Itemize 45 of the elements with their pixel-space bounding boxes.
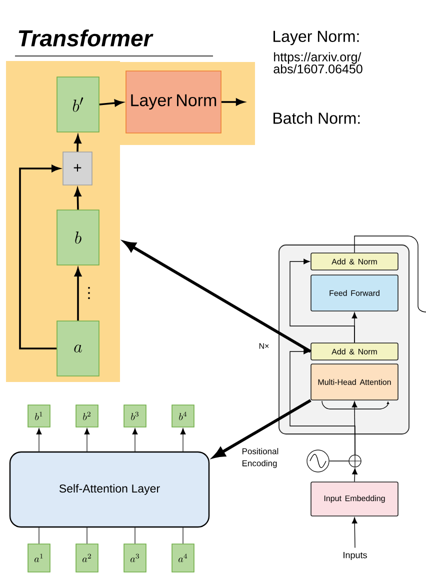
vector-box: $b^{1}$ [28,404,50,428]
sum-circle [348,454,362,468]
vector-box: $b$ [56,210,100,266]
arrow [36,428,42,452]
title: Transformer [18,30,154,46]
arrow [290,348,356,455]
arrow [132,428,138,452]
connector-line [354,236,426,312]
arrow [180,428,186,452]
arrow [221,98,244,106]
arrow [19,165,60,350]
vector-box: $b'$ [56,76,100,132]
add-box: + [62,152,92,186]
connector-line [86,527,88,544]
vector-box: $a^{3}$ [124,544,146,572]
link-text: https://arxiv.org/abs/1607.06450 [274,52,362,74]
vector-box: $b^{3}$ [124,404,146,428]
arrow [84,428,90,452]
arrow [74,268,82,321]
layer-norm-box: Layer Norm [126,70,222,134]
attention-box: Multi-Head Attention [310,364,398,400]
ellipsis: ⋮ [88,286,90,300]
vector-box: $a^{4}$ [172,544,194,572]
add-norm-box: Add & Norm [310,342,398,360]
arrow [74,188,82,210]
connector-line [38,527,40,544]
arrow [74,135,82,152]
vector-box: $a^{1}$ [28,544,50,572]
feed-forward-box: Feed Forward [310,274,398,312]
connector-line [134,527,136,544]
vector-box: $a^{2}$ [76,544,98,572]
vector-box: $b^{2}$ [76,404,98,428]
vector-box: $b^{4}$ [172,404,194,428]
heading: Layer Norm: [274,30,359,46]
input-label: Inputs [344,552,367,560]
heading: Batch Norm: [274,112,360,124]
connector-line [182,527,184,544]
add-norm-box: Add & Norm [310,252,398,270]
arrow [352,517,358,548]
arrow [99,99,123,106]
vector-box: $a$ [56,320,100,376]
connector-line [329,460,349,462]
arrow [352,468,358,482]
self-attention-box: Self-Attention Layer [9,451,210,528]
embedding-box: Input Embedding [310,482,398,516]
